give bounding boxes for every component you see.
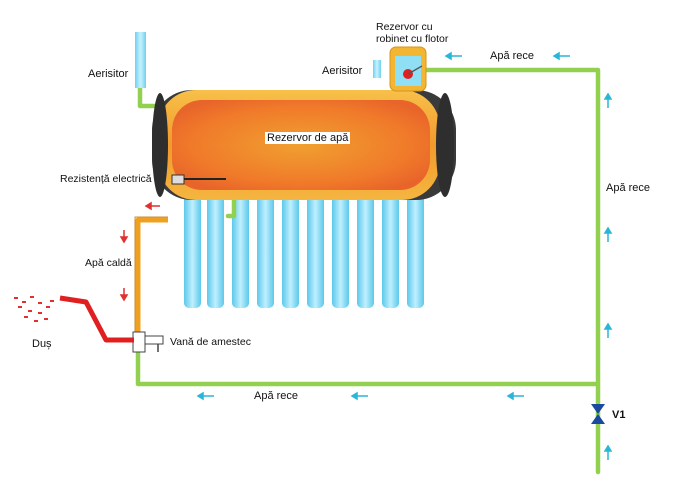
vacuum-tube	[232, 190, 249, 308]
arrow-down-icon	[119, 288, 129, 302]
cold-pipe-bottom	[135, 349, 601, 387]
arrow-left-icon	[350, 391, 368, 401]
cold-flow-arrows	[196, 51, 613, 460]
water-tank-label: Rezervor de apă	[265, 132, 351, 144]
arrow-down-icon	[119, 230, 129, 244]
hot-water-pipe	[135, 217, 168, 335]
mixing-valve-label: Vană de amestec	[170, 336, 251, 348]
valve-v1-icon[interactable]	[591, 404, 605, 424]
collector-pipe	[225, 193, 237, 219]
vacuum-tube	[207, 190, 224, 308]
hot-water-label: Apă caldă	[85, 257, 132, 269]
arrow-left-icon	[506, 391, 524, 401]
mixing-valve	[132, 331, 164, 353]
aerator-left-label: Aerisitor	[88, 68, 129, 80]
arrow-left-icon	[144, 201, 160, 211]
vacuum-tube	[382, 190, 399, 308]
arrow-left-icon	[444, 51, 462, 61]
arrow-up-icon	[603, 226, 613, 242]
aerator-top	[373, 60, 381, 78]
water-tank	[152, 90, 456, 200]
cold-water-right-label: Apă rece	[606, 182, 651, 194]
vacuum-tube	[357, 190, 374, 308]
arrow-up-icon	[603, 92, 613, 108]
shower-label: Duș	[32, 338, 52, 350]
cold-water-top-label: Apă rece	[490, 50, 535, 62]
heater-label: Rezistență electrică	[60, 173, 152, 185]
vacuum-tube	[307, 190, 324, 308]
shower-pipe	[59, 295, 134, 343]
valve-v1-label: V1	[612, 409, 626, 421]
float-tank	[389, 46, 427, 92]
arrow-up-icon	[603, 322, 613, 338]
vacuum-tube	[257, 190, 274, 308]
cold-pipe-top	[422, 67, 601, 475]
vacuum-tube	[184, 190, 201, 308]
float-tank-label: Rezervor cu robinet cu flotor	[376, 21, 449, 45]
vacuum-tubes	[184, 190, 424, 308]
vacuum-tube	[282, 190, 299, 308]
arrow-up-icon	[603, 444, 613, 460]
hot-water-pipe-outline	[134, 216, 168, 335]
aerator-top-label: Aerisitor	[322, 65, 363, 77]
vacuum-tube	[407, 190, 424, 308]
cold-water-pipes	[135, 67, 601, 475]
vacuum-tube	[332, 190, 349, 308]
arrow-left-icon	[196, 391, 214, 401]
aerator-left	[135, 32, 146, 88]
heater-element	[171, 174, 226, 185]
hot-flow-arrows	[119, 201, 160, 302]
shower-spray	[14, 296, 54, 322]
cold-water-bottom-label: Apă rece	[254, 390, 299, 402]
arrow-left-icon	[552, 51, 570, 61]
